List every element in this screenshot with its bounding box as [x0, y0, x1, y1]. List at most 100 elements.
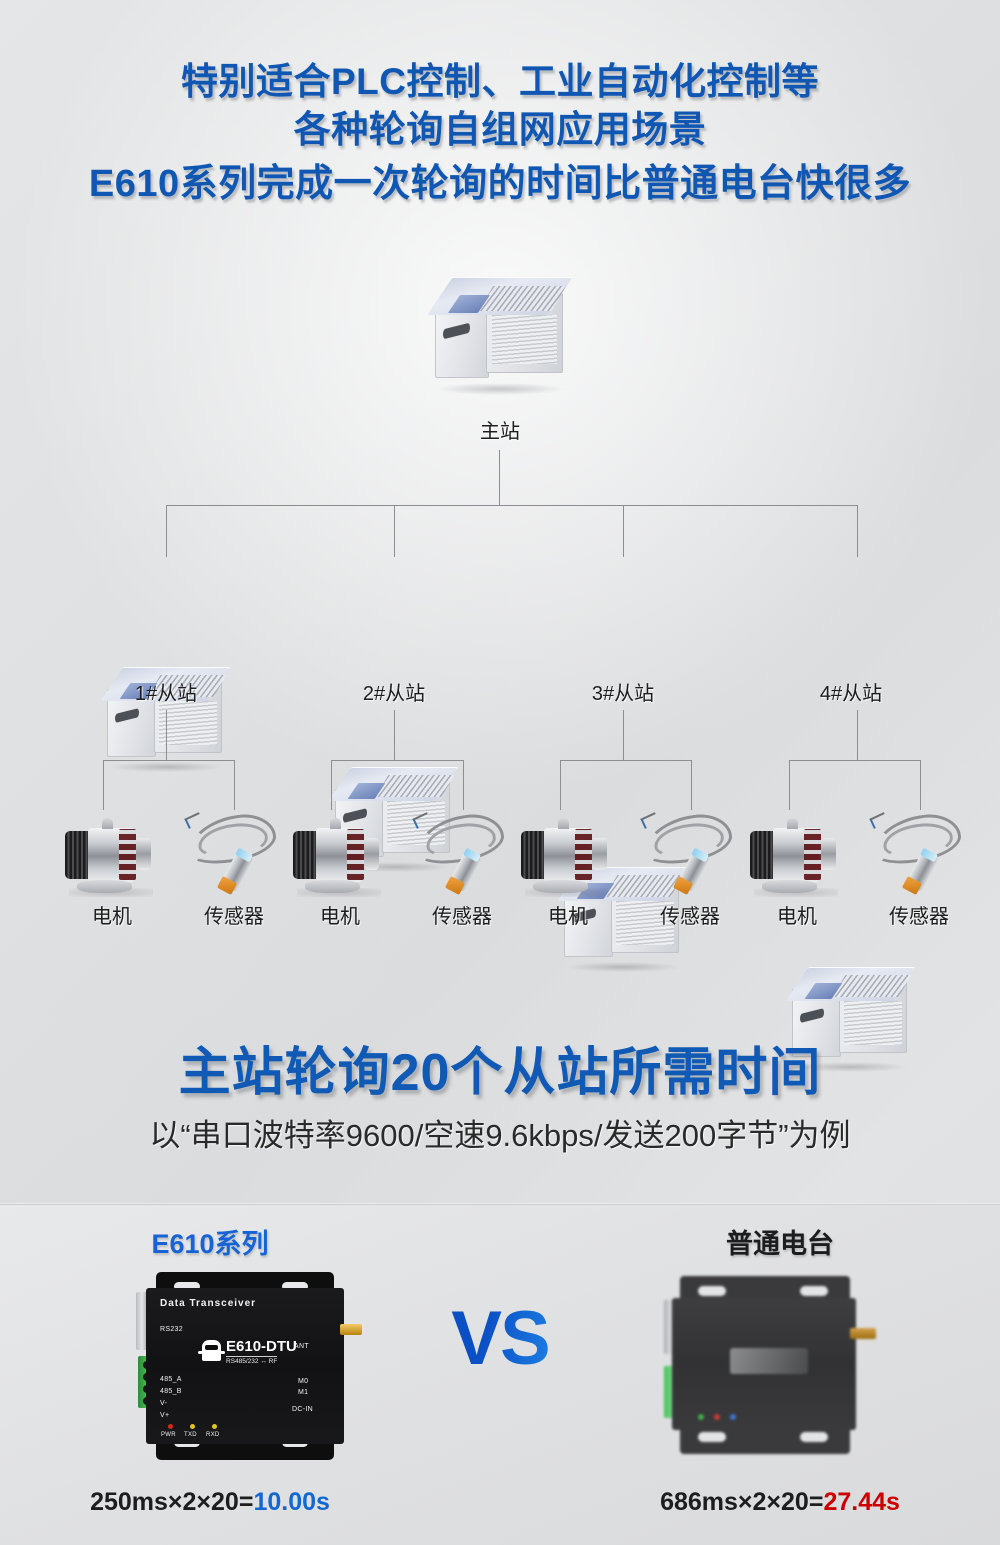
- dtu-robot-logo-icon: [198, 1340, 225, 1361]
- dtu-led-txd: [190, 1424, 195, 1429]
- sensor-label-1: 传感器: [204, 906, 264, 928]
- radio-sma-antenna-connector: [850, 1328, 876, 1339]
- subtree-stem-3: [623, 710, 624, 760]
- dtu-terminal-label-vplus: V+: [160, 1412, 170, 1419]
- subtree-bar-1: [103, 760, 234, 761]
- radio-led-1: [698, 1414, 704, 1420]
- drop-line-slave-3: [623, 505, 624, 557]
- subtree-stem-1: [166, 710, 167, 760]
- comparison-value-left: 10.00s: [253, 1488, 330, 1516]
- bus-line-slaves: [166, 505, 858, 506]
- headline-line-1: 特别适合PLC控制、工业自动化控制等: [181, 61, 819, 102]
- sensor-lead-wires: [412, 811, 432, 829]
- radio-mount-hole-br: [800, 1432, 828, 1442]
- master-plc-icon: [427, 277, 573, 395]
- motor-foot: [76, 880, 132, 894]
- plc-shadow: [794, 1062, 908, 1072]
- subtree-stem-4: [857, 710, 858, 760]
- slave-plc-icon-3: [557, 867, 689, 972]
- radio-mount-hole-bl: [698, 1432, 726, 1442]
- plc-vents: [386, 801, 446, 845]
- motor-cap: [787, 817, 798, 829]
- trunk-line-master: [499, 450, 500, 505]
- motor-pulley: [820, 837, 837, 871]
- slave-plc-icon-4: [785, 967, 917, 1072]
- motor-label-1: 电机: [92, 906, 132, 928]
- motor-icon-3: [519, 813, 617, 898]
- motor-pulley: [135, 837, 152, 871]
- motor-label-2: 电机: [320, 906, 360, 928]
- dtu-terminal-label-485a: 485_A: [160, 1376, 182, 1383]
- dtu-mount-hole-tr: [282, 1282, 308, 1291]
- plc-terminal-strip: [479, 285, 567, 311]
- sensor-label-4: 传感器: [889, 906, 949, 928]
- plc-vents: [615, 901, 675, 945]
- section-divider: [0, 1203, 1000, 1205]
- subtree-drop-sensor-3: [691, 760, 692, 810]
- dtu-body: Data Transceiver RS232 E610-DTU RS485/23…: [146, 1288, 344, 1444]
- dtu-model-name: E610-DTU: [226, 1338, 297, 1355]
- sensor-lead-wires: [869, 811, 889, 829]
- topology-diagram: 主站 1#从站 2#从站 3#从站: [0, 255, 1000, 1072]
- slave-label-1: 1#从站: [134, 683, 198, 705]
- motor-foot: [304, 880, 360, 894]
- slave-plc-icon-1: [100, 667, 232, 772]
- dtu-power-label: DC-IN: [292, 1406, 313, 1413]
- comparison-value-right: 27.44s: [823, 1488, 900, 1516]
- plc-terminal-strip: [375, 775, 455, 797]
- dtu-led-rxd: [212, 1424, 217, 1429]
- dtu-mount-hole-tl: [174, 1282, 200, 1291]
- motor-label-4: 电机: [777, 906, 817, 928]
- slave-label-4: 4#从站: [819, 683, 883, 705]
- subtree-drop-sensor-2: [463, 760, 464, 810]
- headline-block: 特别适合PLC控制、工业自动化控制等 各种轮询自组网应用场景 E610系列完成一…: [0, 58, 1000, 210]
- dtu-mode-pin-m1: M1: [298, 1389, 309, 1396]
- dtu-led-label-rxd: RXD: [206, 1432, 220, 1438]
- comparison-result-right: 686ms×2×20=27.44s: [570, 1488, 990, 1517]
- plc-vents: [491, 315, 558, 365]
- section-subtitle: 以“串口波特率9600/空速9.6kbps/发送200字节”为例: [149, 1118, 851, 1153]
- motor-foot: [761, 880, 817, 894]
- master-label: 主站: [480, 421, 520, 443]
- dtu-led-pwr: [168, 1424, 173, 1429]
- dtu-mode-pin-m0: M0: [298, 1378, 309, 1385]
- subtree-drop-motor-3: [560, 760, 561, 810]
- sensor-label-3: 传感器: [660, 906, 720, 928]
- dtu-heading-text: Data Transceiver: [160, 1298, 257, 1309]
- motor-label-3: 电机: [548, 906, 588, 928]
- sensor-lead-wires: [184, 811, 204, 829]
- drop-line-slave-2: [394, 505, 395, 557]
- sensor-icon-2: [412, 810, 512, 895]
- comparison-title-right: 普通电台: [726, 1229, 834, 1259]
- drop-line-slave-1: [166, 505, 167, 557]
- radio-body: [672, 1298, 856, 1430]
- motor-cooling-fins: [520, 831, 547, 879]
- motor-icon-4: [748, 813, 846, 898]
- comparison-formula-right: 686ms×2×20=: [660, 1488, 824, 1516]
- section-title: 主站轮询20个从站所需时间: [178, 1044, 822, 1102]
- dtu-model-subtitle: RS485/232 ↔ RF: [226, 1356, 278, 1365]
- drop-line-slave-4: [857, 505, 858, 557]
- slave-label-2: 2#从站: [362, 683, 426, 705]
- dtu-led-label-txd: TXD: [184, 1432, 197, 1438]
- motor-band: [118, 829, 137, 881]
- motor-cap: [102, 817, 113, 829]
- dtu-terminal-label-vminus: V-: [160, 1400, 168, 1407]
- motor-cap: [558, 817, 569, 829]
- comparison-formula-left: 250ms×2×20=: [90, 1488, 254, 1516]
- motor-band: [574, 829, 593, 881]
- slave-plc-icon-2: [328, 767, 460, 872]
- subtree-drop-sensor-1: [234, 760, 235, 810]
- dtu-terminal-label-485b: 485_B: [160, 1388, 182, 1395]
- motor-cooling-fins: [749, 831, 776, 879]
- plc-vents: [843, 1001, 903, 1045]
- subtree-drop-motor-2: [331, 760, 332, 810]
- sensor-icon-4: [869, 810, 969, 895]
- slave-label-3: 3#从站: [591, 683, 655, 705]
- comparison-result-left: 250ms×2×20=10.00s: [0, 1488, 420, 1517]
- sensor-icon-3: [640, 810, 740, 895]
- radio-mount-hole-tl: [698, 1286, 726, 1296]
- motor-cooling-fins: [64, 831, 91, 879]
- subtree-stem-2: [394, 710, 395, 760]
- subtree-drop-sensor-4: [920, 760, 921, 810]
